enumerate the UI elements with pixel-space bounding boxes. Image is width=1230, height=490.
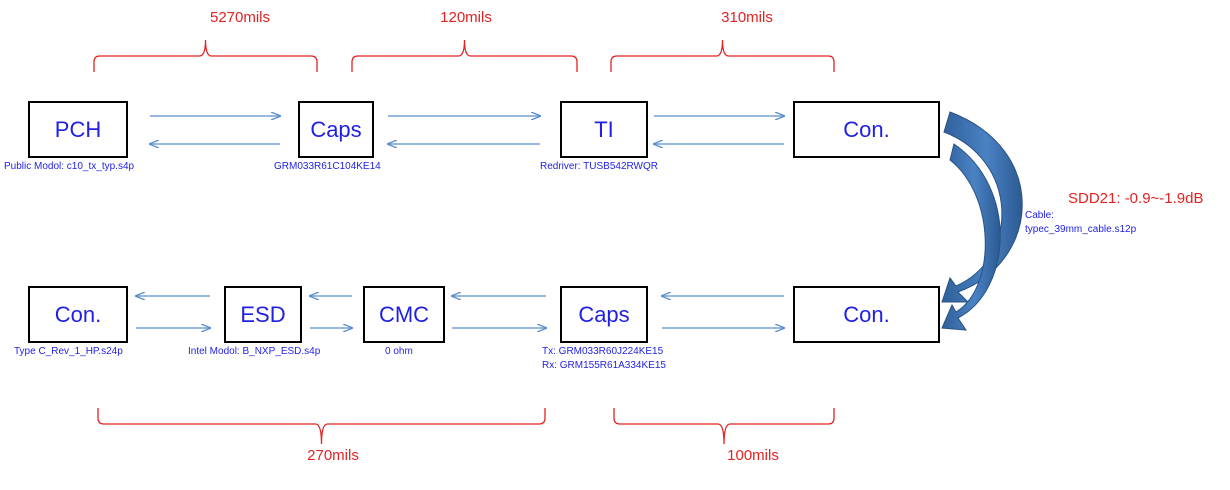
length-label-con-caps: 270mils bbox=[307, 447, 359, 464]
pch-model-note: Public Modol: c10_tx_typ.s4p bbox=[4, 161, 135, 172]
cable-label: Cable: bbox=[1025, 210, 1054, 221]
caps-bottom-block: Caps bbox=[560, 286, 648, 343]
cmc-label: CMC bbox=[378, 301, 430, 327]
length-label-caps-con: 100mils bbox=[727, 447, 779, 464]
caps-rx-part-note: Rx: GRM155R61A334KE15 bbox=[542, 360, 666, 371]
ti-redriver-block: TI bbox=[560, 101, 648, 158]
length-label-pch-caps: 5270mils bbox=[209, 9, 271, 26]
bracket-ti-con bbox=[610, 39, 835, 72]
cable-loop-arrow-outer bbox=[941, 111, 1023, 303]
connector-bottom-right-label: Con. bbox=[843, 301, 890, 327]
caps-top-label: Caps bbox=[310, 116, 362, 142]
esd-label: ESD bbox=[240, 301, 286, 327]
cmc-value-note: 0 ohm bbox=[385, 346, 413, 357]
caps-bottom-label: Caps bbox=[578, 301, 630, 327]
length-label-ti-con: 310mils bbox=[721, 9, 773, 26]
ti-label: TI bbox=[594, 116, 614, 142]
cable-loop-arrow-inner bbox=[941, 143, 1001, 331]
cmc-block: CMC bbox=[363, 286, 445, 343]
bracket-pch-caps bbox=[93, 39, 318, 72]
caps-tx-part-note: Tx: GRM033R60J224KE15 bbox=[542, 346, 664, 357]
redriver-part-note: Redriver: TUSB542RWQR bbox=[540, 161, 658, 172]
caps-top-block: Caps bbox=[298, 101, 374, 158]
connector-bottom-right-block: Con. bbox=[793, 286, 940, 343]
connector-bottom-left-block: Con. bbox=[28, 286, 128, 343]
esd-block: ESD bbox=[224, 286, 302, 343]
bracket-con-caps bbox=[97, 408, 546, 445]
pch-block: PCH bbox=[28, 101, 128, 158]
esd-model-note: Intel Modol: B_NXP_ESD.s4p bbox=[188, 346, 321, 357]
cable-model-note: typec_39mm_cable.s12p bbox=[1025, 224, 1137, 235]
signal-arrows bbox=[136, 116, 784, 328]
length-brackets bbox=[93, 39, 835, 445]
caps-top-part-note: GRM033R61C104KE14 bbox=[274, 161, 381, 172]
connector-top-block: Con. bbox=[793, 101, 940, 158]
bracket-caps-con bbox=[613, 408, 835, 445]
connector-model-note: Type C_Rev_1_HP.s24p bbox=[14, 346, 123, 357]
connector-top-label: Con. bbox=[843, 116, 890, 142]
connector-bottom-left-label: Con. bbox=[54, 301, 102, 327]
pch-label: PCH bbox=[54, 116, 102, 142]
sdd21-loss-label: SDD21: -0.9~-1.9dB bbox=[1068, 190, 1204, 207]
cable-loop-arrows bbox=[941, 111, 1023, 331]
bracket-caps-ti bbox=[351, 39, 578, 72]
length-label-caps-ti: 120mils bbox=[440, 9, 492, 26]
